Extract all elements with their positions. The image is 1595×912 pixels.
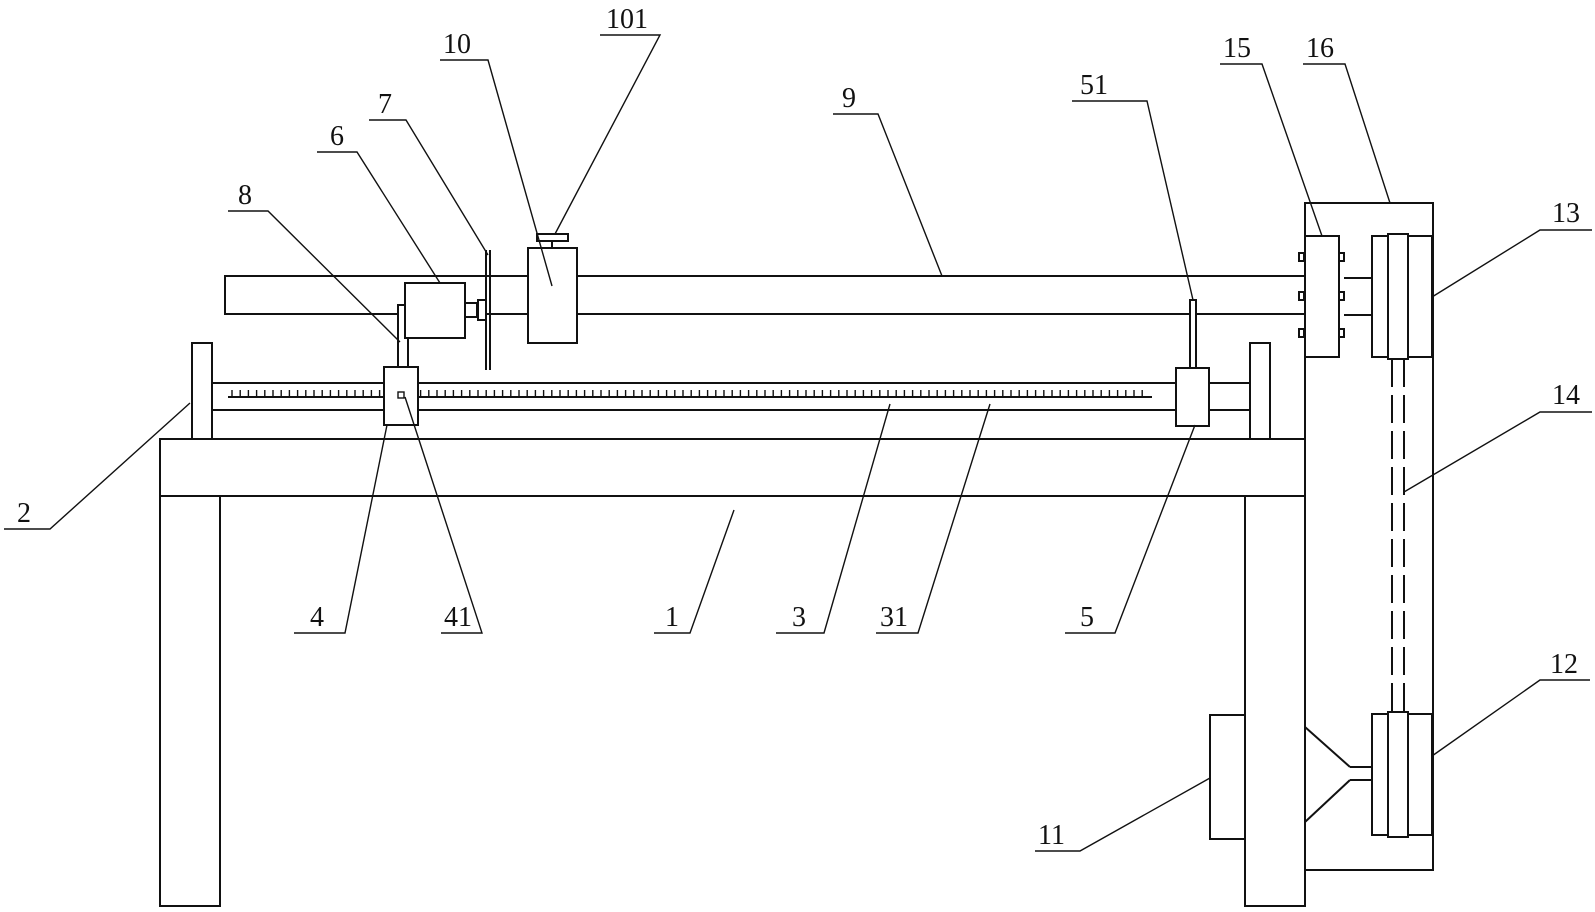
- clamp-10: [527, 233, 578, 344]
- label-11: 11: [1038, 820, 1065, 851]
- label-9: 9: [842, 83, 856, 114]
- label-2: 2: [17, 498, 31, 529]
- label-1: 1: [665, 602, 679, 633]
- label-16: 16: [1306, 33, 1334, 64]
- slider-5: [1175, 299, 1210, 427]
- label-6: 6: [330, 121, 344, 152]
- label-41: 41: [444, 602, 472, 633]
- label-7: 7: [378, 89, 392, 120]
- label-15: 15: [1223, 33, 1251, 64]
- label-101: 101: [606, 4, 648, 35]
- leader-lines: 1 2 3 31 4 41 5 51 6 7 8 9 10: [4, 4, 1592, 852]
- label-10: 10: [443, 29, 471, 60]
- upper-pulley-13: [1371, 233, 1433, 360]
- label-51: 51: [1080, 70, 1108, 101]
- rack-rail-3: [211, 382, 1251, 411]
- label-8: 8: [238, 180, 252, 211]
- top-rail-9: [224, 275, 1306, 315]
- slider-4: [383, 366, 419, 426]
- end-block-2: [191, 342, 1271, 440]
- frame-1: [159, 438, 1306, 907]
- label-13: 13: [1552, 198, 1580, 229]
- belt-14: [1391, 359, 1405, 712]
- saw-blade-7: [477, 250, 491, 370]
- label-3: 3: [792, 602, 806, 633]
- flange-15: [1298, 235, 1372, 358]
- lower-pulley-12: [1304, 711, 1433, 838]
- label-4: 4: [310, 602, 324, 633]
- label-14: 14: [1552, 380, 1580, 411]
- motor-11: [1209, 714, 1246, 840]
- label-5: 5: [1080, 602, 1094, 633]
- label-12: 12: [1550, 649, 1578, 680]
- motor-6: [404, 282, 478, 339]
- label-31: 31: [880, 602, 908, 633]
- rack-teeth-31: [231, 390, 1143, 397]
